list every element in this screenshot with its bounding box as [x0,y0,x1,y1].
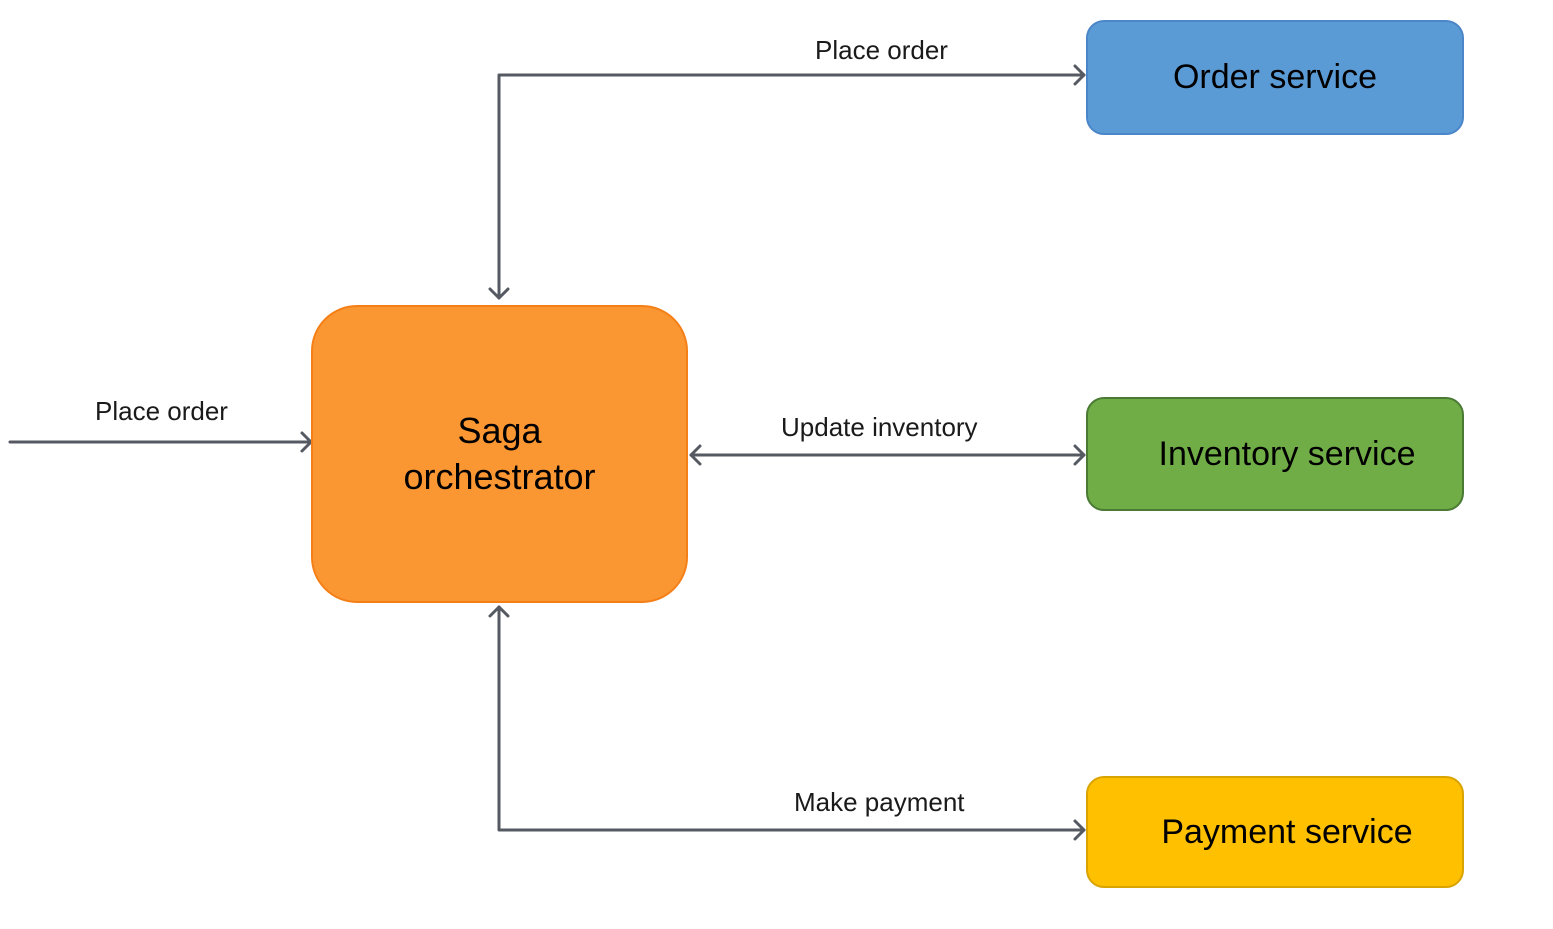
payment-service-label: Payment service [1161,812,1413,851]
make-payment-label: Make payment [794,787,965,817]
inventory-service-node: Inventory service [1086,397,1464,511]
inventory-connector [689,444,1086,466]
incoming-arrow [8,431,313,453]
order-place-order-label: Place order [815,35,948,65]
saga-orchestrator-node: Saga orchestrator [311,305,688,603]
inventory-service-label: Inventory service [1158,434,1416,473]
payment-service-node: Payment service [1086,776,1464,888]
saga-orchestrator-label-line1: Saga [457,410,542,451]
incoming-place-order-label: Place order [95,396,228,426]
order-connector [488,64,1086,300]
payment-connector [488,605,1086,841]
update-inventory-label: Update inventory [781,412,978,442]
order-service-label: Order service [1172,58,1378,96]
order-service-node: Order service [1086,20,1464,135]
saga-orchestrator-label-line2: orchestrator [403,456,596,497]
